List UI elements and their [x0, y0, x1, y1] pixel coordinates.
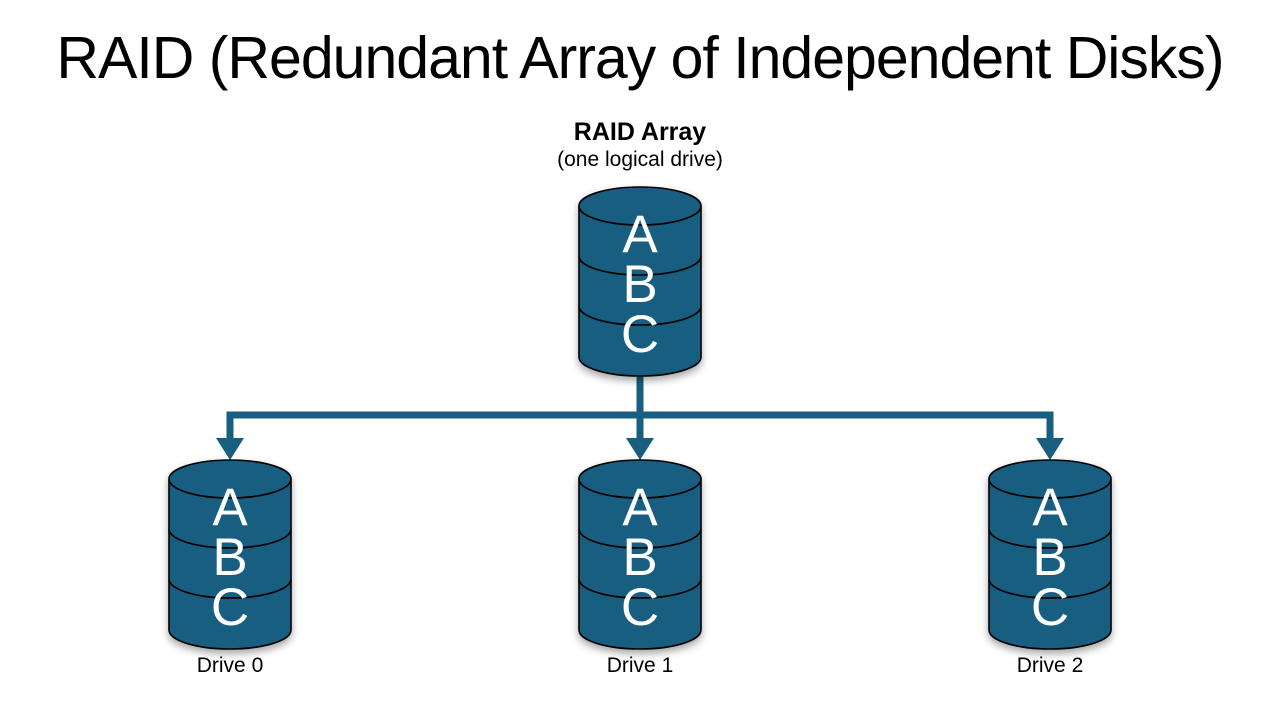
- cylinder-separator: [578, 578, 702, 599]
- drive1-label: Drive 1: [606, 654, 674, 677]
- cylinder-separator: [168, 528, 292, 549]
- raid-array-label: RAID Array: [573, 118, 707, 146]
- raid-array-cylinder: A B C: [578, 186, 702, 377]
- cylinder-body: [168, 479, 292, 650]
- block-label: C: [621, 305, 659, 364]
- drive2-label: Drive 2: [1016, 654, 1084, 677]
- drive1-cylinder: A B C: [578, 459, 702, 650]
- block-label: B: [622, 255, 657, 314]
- drive2-cylinder: A B C: [988, 459, 1112, 650]
- block-label: A: [622, 478, 658, 537]
- cylinder-separator: [988, 528, 1112, 549]
- block-label: B: [622, 528, 657, 587]
- cylinder-top: [578, 186, 702, 226]
- block-label: B: [1032, 528, 1067, 587]
- drive0-label: Drive 0: [196, 654, 264, 677]
- drive0-cylinder: A B C: [168, 459, 292, 650]
- cylinder-separator: [578, 305, 702, 326]
- block-label: A: [1032, 478, 1068, 537]
- block-label: C: [1031, 578, 1069, 637]
- cylinder-separator: [168, 578, 292, 599]
- cylinder-top: [168, 459, 292, 499]
- cylinder-separator: [578, 528, 702, 549]
- cylinder-body: [578, 206, 702, 377]
- page-title: RAID (Redundant Array of Independent Dis…: [56, 25, 1224, 91]
- down-arrow-icon: [626, 438, 654, 460]
- cylinder-top: [988, 459, 1112, 499]
- block-label: C: [211, 578, 249, 637]
- block-label: B: [212, 528, 247, 587]
- cylinder-separator: [578, 255, 702, 276]
- cylinder-top: [578, 459, 702, 499]
- cylinder-body: [988, 479, 1112, 650]
- block-label: A: [622, 205, 658, 264]
- raid-array-sublabel: (one logical drive): [557, 148, 723, 171]
- cylinder-separator: [988, 578, 1112, 599]
- cylinder-body: [578, 479, 702, 650]
- block-label: A: [212, 478, 248, 537]
- down-arrow-icon: [1036, 438, 1064, 460]
- block-label: C: [621, 578, 659, 637]
- down-arrow-icon: [216, 438, 244, 460]
